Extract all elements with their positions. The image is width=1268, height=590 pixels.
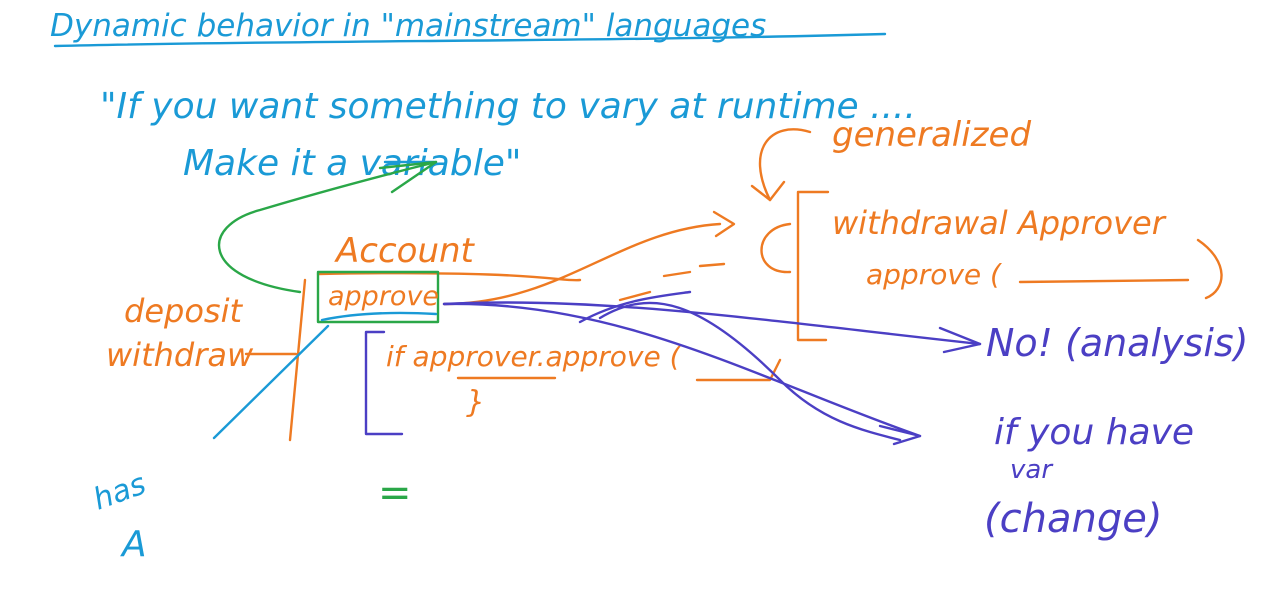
dash-2 xyxy=(662,270,692,278)
generalized-method-blank xyxy=(1018,278,1190,284)
green-equals-mark: = xyxy=(378,470,412,516)
scribble-cross xyxy=(578,290,902,442)
method-body-code: if approver.approve ( xyxy=(386,340,682,373)
approver-connector xyxy=(442,222,722,306)
account-class-bracket xyxy=(288,272,582,442)
if-you-have-line-1: if you have xyxy=(994,412,1194,453)
method-body-brace: } xyxy=(466,385,485,420)
generalized-label: generalized xyxy=(832,115,1031,155)
account-label: Account xyxy=(334,231,476,271)
title-underline xyxy=(53,32,887,48)
quote-line-1: "If you want something to vary at runtim… xyxy=(100,86,916,127)
generalized-brace xyxy=(760,222,792,274)
if-you-have-line-3: (change) xyxy=(984,496,1162,542)
generalized-class-name: withdrawal Approver xyxy=(832,204,1167,242)
generalized-class-bracket xyxy=(796,190,830,342)
bottom-left-note-2: A xyxy=(120,524,147,565)
generalized-arrow-head xyxy=(750,180,786,202)
blue-diagonal-line xyxy=(212,324,330,440)
approve-highlight xyxy=(320,311,438,322)
approve-method: approve xyxy=(328,281,439,312)
generalized-method: approve ( xyxy=(866,258,1002,291)
method-body-blank xyxy=(695,358,782,382)
no-answer: No! (analysis) xyxy=(986,321,1249,365)
generalized-arrow xyxy=(758,128,812,202)
variable-link-arrow-head xyxy=(378,160,438,194)
no-arrow-head xyxy=(938,326,982,354)
bottom-left-note-1: has xyxy=(89,466,151,517)
approve-method-box xyxy=(316,270,440,324)
method-body-bracket xyxy=(364,330,404,436)
if-you-have-arrow-head xyxy=(878,424,922,446)
if-you-have-line-2: var xyxy=(1010,455,1054,485)
dash-1 xyxy=(618,290,652,302)
deposit-label: deposit xyxy=(124,292,243,330)
approver-connector-head xyxy=(712,210,736,238)
if-you-have-arrow xyxy=(442,302,922,438)
variable-link-arrow xyxy=(218,160,438,294)
dash-3 xyxy=(698,262,726,268)
quote-line-2: Make it a variable" xyxy=(183,143,521,184)
withdraw-label: withdraw xyxy=(106,336,254,374)
generalized-method-close-paren xyxy=(1196,238,1223,300)
